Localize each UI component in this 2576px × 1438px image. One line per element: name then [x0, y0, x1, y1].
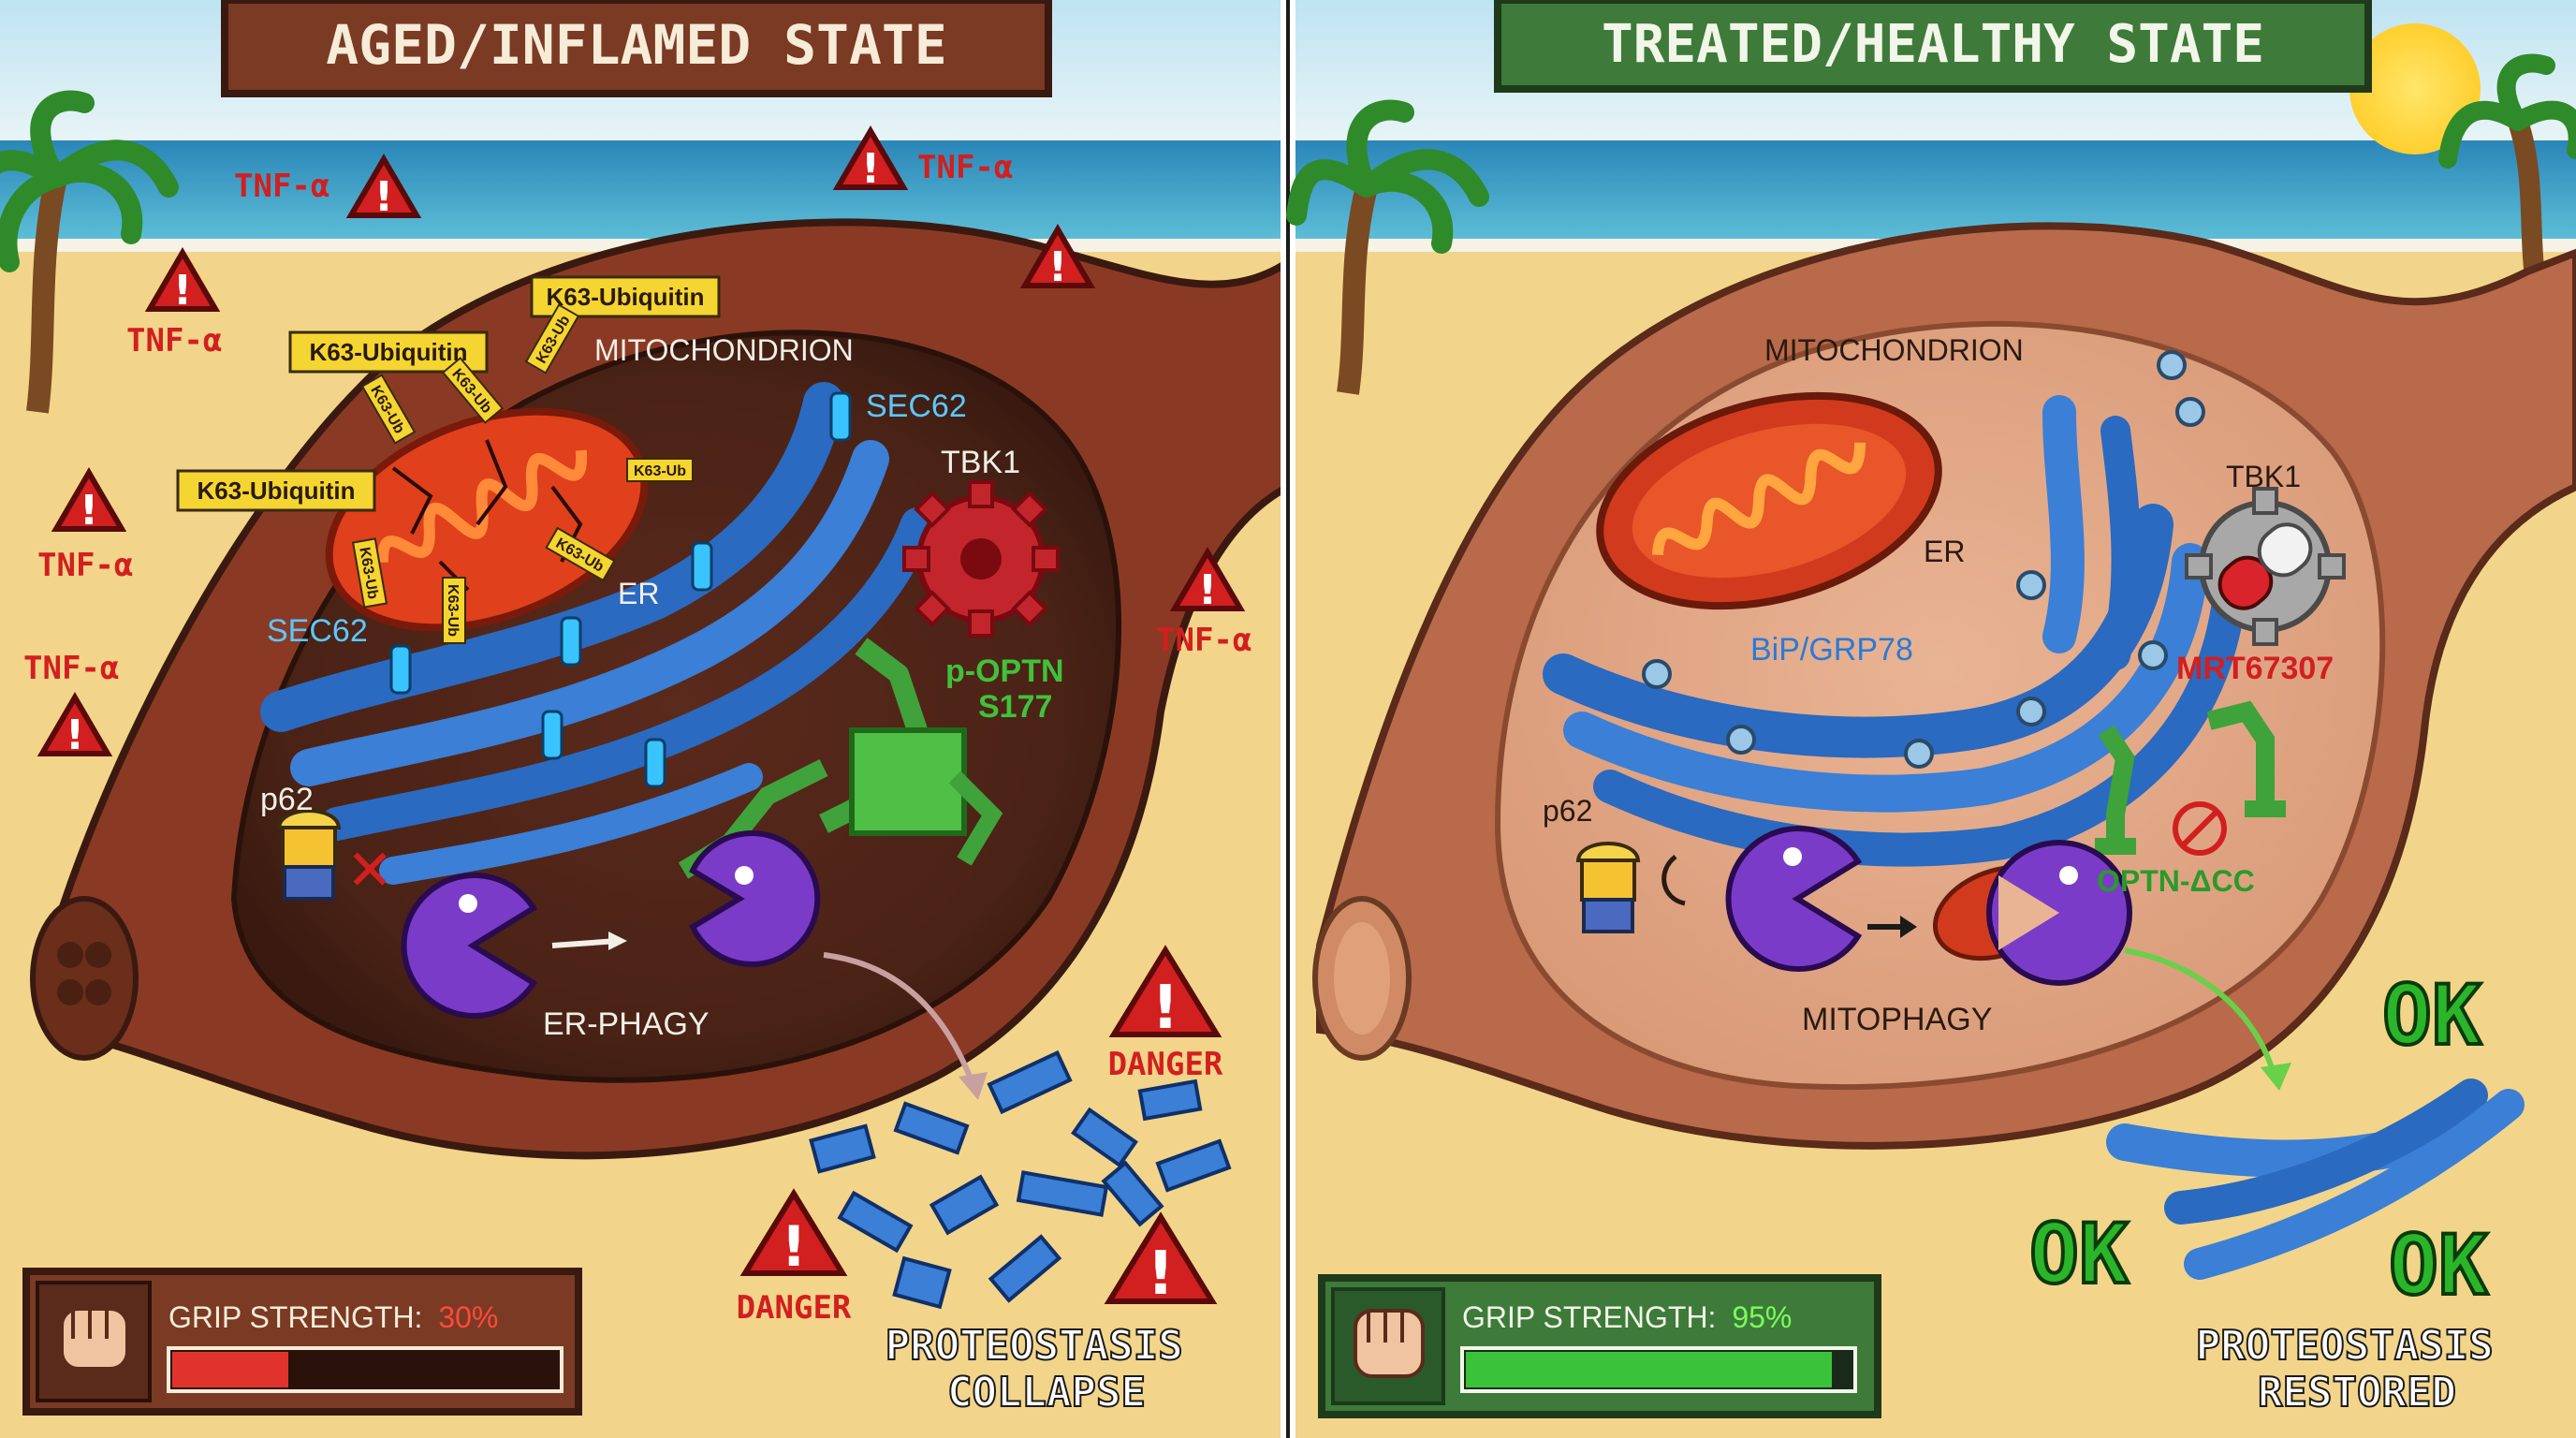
outcome-label: PROTEOSTASIS COLLAPSE: [886, 1322, 1208, 1416]
k63-ubiquitin-tag: K63-Ubiquitin: [547, 283, 705, 311]
svg-text:✕: ✕: [346, 838, 393, 903]
sec62-label: SEC62: [866, 389, 967, 424]
tnf-alpha-label: TNF-α: [126, 322, 222, 360]
er-label: ER: [1924, 535, 1965, 568]
fragmented-er: [809, 1049, 1232, 1310]
k63-ubiquitin-tag: K63-Ubiquitin: [310, 338, 468, 366]
left-panel: ✕: [0, 0, 1292, 1417]
grip-bar-fill: [172, 1352, 288, 1387]
outcome-label: PROTEOSTASIS RESTORED: [2196, 1322, 2518, 1416]
ok-stamp: OK: [2389, 1217, 2488, 1313]
fist-icon: [1354, 1309, 1425, 1378]
healthy-title: TREATED/HEALTHY STATE: [1602, 14, 2264, 75]
restored-er: [2106, 1078, 2525, 1280]
blocked-icon: [2173, 801, 2227, 856]
danger-label: DANGER: [1108, 1046, 1223, 1083]
grip-strength-label: GRIP STRENGTH: 30%: [168, 1300, 498, 1334]
healthy-title-banner: [1494, 0, 2372, 93]
drug-label: MRT67307: [2176, 651, 2334, 686]
palm-tree-icon: [1286, 99, 1489, 395]
svg-text:!: !: [781, 1214, 806, 1280]
tbk1-label: TBK1: [941, 445, 1020, 480]
k63-ub-small-tag: K63-Ub: [634, 463, 686, 479]
sun-icon: [2349, 23, 2481, 154]
bip-grp78-label: BiP/GRP78: [1750, 632, 1913, 668]
er-phagy-pacman-icon: [401, 830, 821, 1019]
mitophagy-label: MITOPHAGY: [1802, 1002, 1992, 1037]
grip-strength-value: 95%: [1732, 1300, 1792, 1334]
svg-text:!: !: [861, 145, 880, 193]
grip-strength-label-text: GRIP STRENGTH:: [168, 1300, 422, 1334]
mitochondrion-label: MITOCHONDRION: [594, 333, 854, 367]
sec62-label: SEC62: [267, 613, 368, 649]
outcome-label-line: PROTEOSTASIS: [886, 1322, 1183, 1370]
tnf-alpha-label: TNF-α: [917, 149, 1013, 186]
ok-stamp: OK: [2382, 967, 2481, 1064]
drug-pill-icon: [2217, 522, 2313, 610]
k63-ubiquitin-tag: K63-Ubiquitin: [198, 477, 356, 505]
restore-arrow: [2124, 947, 2277, 1078]
grip-bar-fill: [1466, 1352, 1832, 1387]
tnf-alpha-labels: TNF-α TNF-α TNF-α TNF-α TNF-α TNF-α: [23, 149, 1251, 687]
er-network: [260, 382, 934, 885]
svg-text:!: !: [173, 267, 192, 315]
p-optn-label-line: p-OPTN: [945, 653, 1064, 689]
optn-robot-arm-icon: [2095, 700, 2286, 855]
aged-title-banner: [221, 0, 1052, 97]
ok-stamps: OK OK OK: [2027, 965, 2490, 1315]
outcome-label-line: COLLAPSE: [947, 1369, 1146, 1416]
fist-icon: [60, 1307, 129, 1371]
svg-text:!: !: [1147, 1240, 1174, 1309]
grip-strength-label: GRIP STRENGTH: 95%: [1462, 1300, 1792, 1334]
mitochondrion-label: MITOCHONDRION: [1764, 333, 2024, 367]
palm-tree-icon: [0, 90, 179, 414]
p62-worker-icon: ✕: [276, 809, 393, 903]
outcome-label-line: RESTORED: [2258, 1369, 2456, 1416]
tbk1-label: TBK1: [2226, 460, 2301, 493]
collapse-arrow: [823, 952, 976, 1088]
svg-text:!: !: [374, 173, 393, 221]
grip-strength-label-text: GRIP STRENGTH:: [1462, 1300, 1716, 1334]
tnf-alpha-label: TNF-α: [37, 547, 133, 584]
svg-text:!: !: [80, 487, 98, 535]
grip-strength-value: 30%: [438, 1300, 498, 1334]
warning-triangle-icon: !!! !!! !! !!: [37, 125, 1246, 1309]
p62-worker-icon: [1575, 842, 1686, 933]
svg-text:!: !: [1048, 243, 1067, 291]
mitophagy-pacman-icon: [1725, 826, 2132, 986]
p-optn-label: p-OPTN S177: [945, 653, 1073, 725]
svg-text:!: !: [66, 712, 84, 759]
chaperone-drone-icon: [1642, 350, 2205, 769]
tnf-alpha-label: TNF-α: [234, 168, 329, 205]
tnf-alpha-label: TNF-α: [1156, 622, 1251, 659]
optn-label: OPTN-ΔCC: [2097, 864, 2255, 898]
svg-text:!: !: [1151, 974, 1178, 1043]
danger-label: DANGER: [737, 1289, 852, 1327]
ok-stamp: OK: [2029, 1206, 2129, 1302]
tnf-alpha-label: TNF-α: [23, 650, 119, 687]
healthy-mitochondrion: [1596, 391, 1942, 610]
aged-title: AGED/INFLAMED STATE: [326, 13, 946, 77]
er-phagy-label: ER-PHAGY: [543, 1006, 710, 1042]
grip-strength-panel: GRIP STRENGTH: 95%: [1318, 1274, 1881, 1418]
outcome-label-line: PROTEOSTASIS: [2196, 1322, 2494, 1370]
k63-ub-small-tag: K63-Ub: [445, 584, 461, 637]
grip-strength-panel: GRIP STRENGTH: 30%: [22, 1268, 582, 1416]
p62-label: p62: [1543, 794, 1592, 828]
er-label: ER: [618, 577, 659, 610]
p-optn-label-line: S177: [978, 689, 1052, 725]
right-panel: TREATED/HEALTHY STATE MITOCHONDRION ER B…: [1286, 0, 2576, 1438]
p62-label: p62: [260, 782, 314, 817]
sec62-marker: [389, 391, 852, 788]
svg-text:!: !: [1198, 566, 1217, 614]
tbk1-gear-icon: [902, 480, 1060, 638]
